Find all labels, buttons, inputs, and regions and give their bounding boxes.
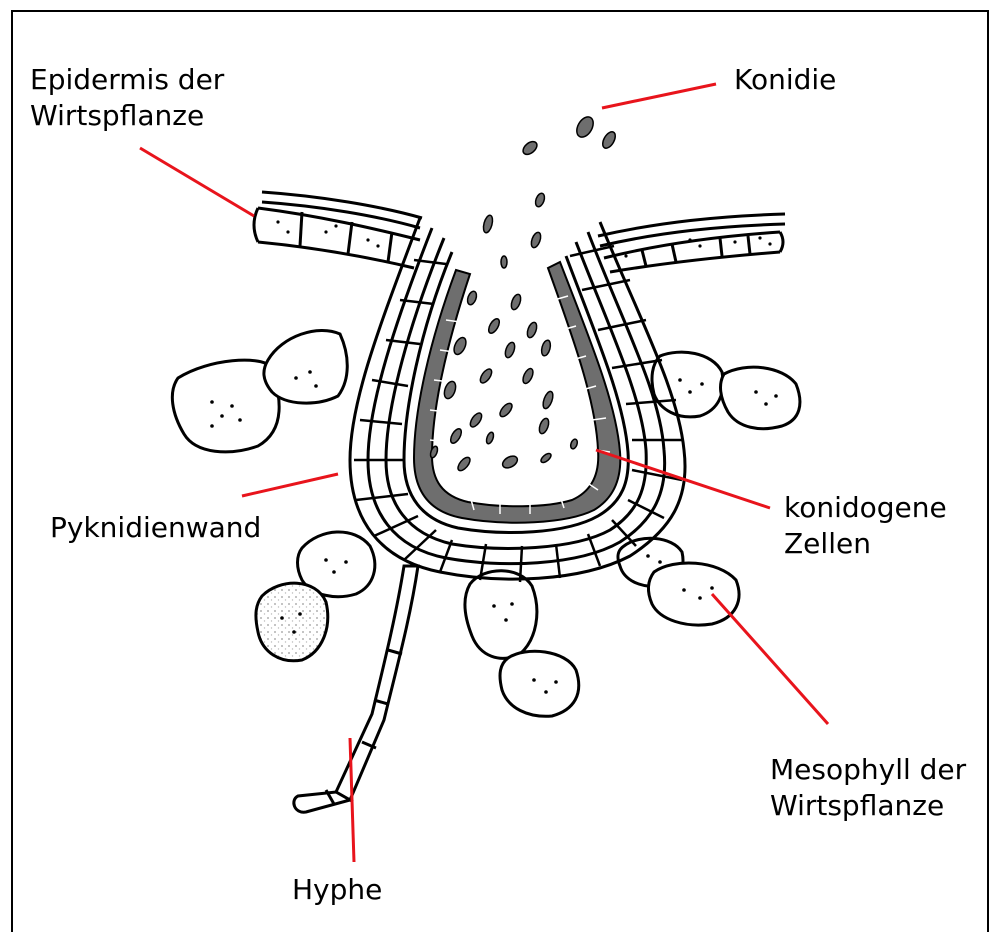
- label-konidogene-line1: konidogene: [784, 490, 947, 526]
- epidermis-right: [598, 214, 785, 272]
- label-hyphe: Hyphe: [292, 872, 382, 908]
- label-konidogene-zellen: konidogene Zellen: [784, 490, 947, 562]
- label-epidermis-line2: Wirtspflanze: [30, 98, 224, 134]
- leader-pyknidienwand: [242, 474, 338, 496]
- label-konidie: Konidie: [734, 62, 836, 98]
- leader-lines: [140, 84, 828, 862]
- leader-konidogene: [596, 450, 770, 508]
- label-konidogene-line2: Zellen: [784, 526, 947, 562]
- epidermis-left: [254, 192, 422, 268]
- label-epidermis-line1: Epidermis der: [30, 62, 224, 98]
- mesophyll-cells: [172, 330, 800, 716]
- label-pyknidienwand: Pyknidienwand: [50, 510, 261, 546]
- leader-epidermis: [140, 148, 254, 216]
- leader-konidie: [602, 84, 716, 108]
- label-mesophyll-line1: Mesophyll der: [770, 752, 966, 788]
- label-mesophyll-line2: Wirtspflanze: [770, 788, 966, 824]
- label-epidermis: Epidermis der Wirtspflanze: [30, 62, 224, 134]
- label-mesophyll: Mesophyll der Wirtspflanze: [770, 752, 966, 824]
- leader-mesophyll: [712, 594, 828, 724]
